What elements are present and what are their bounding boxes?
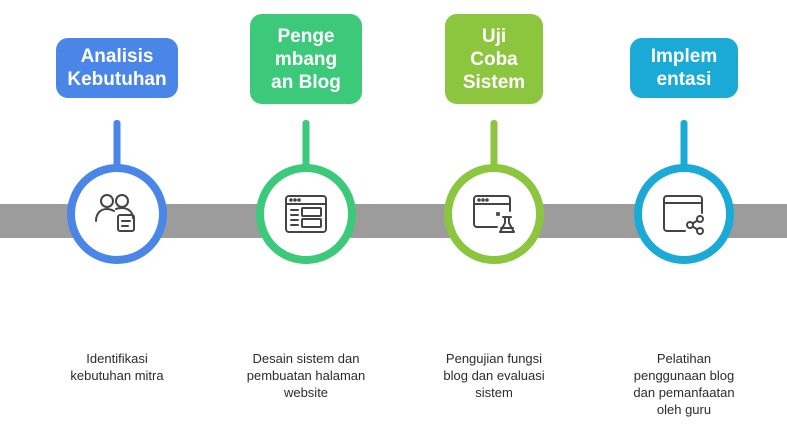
browser-flask-icon (473, 195, 515, 233)
step-description: Desain sistem dan pembuatan halaman webs… (246, 351, 366, 400)
step-description: Pengujian fungsi blog dan evaluasi siste… (443, 351, 545, 400)
step-description: Identifikasi kebutuhan mitra (70, 351, 164, 383)
users-document-icon (95, 194, 135, 232)
step-connector (302, 120, 310, 172)
step-title: Penge mbang an Blog (250, 14, 362, 104)
step-connector (680, 120, 688, 172)
step-title: Implem entasi (630, 38, 738, 98)
browser-share-icon (663, 195, 704, 235)
step-implementasi: Implem entasi Pelatihan penggunaan blog … (594, 0, 774, 424)
step-icon-circle (67, 164, 167, 264)
webpage-layout-icon (285, 195, 327, 233)
step-icon-circle (634, 164, 734, 264)
step-uji-coba-sistem: Uji Coba Sistem Pengujian fungsi blog da… (404, 0, 584, 424)
step-icon-circle (256, 164, 356, 264)
step-description: Pelatihan penggunaan blog dan pemanfaata… (633, 351, 735, 417)
step-analisis-kebutuhan: Analisis Kebutuhan Identifikasi kebutuha… (27, 0, 207, 424)
step-icon-circle (444, 164, 544, 264)
step-pengembangan-blog: Penge mbang an Blog Desain sistem dan pe… (216, 0, 396, 424)
step-connector (113, 120, 121, 172)
step-connector (490, 120, 498, 172)
step-title: Uji Coba Sistem (445, 14, 543, 104)
step-title: Analisis Kebutuhan (56, 38, 178, 98)
